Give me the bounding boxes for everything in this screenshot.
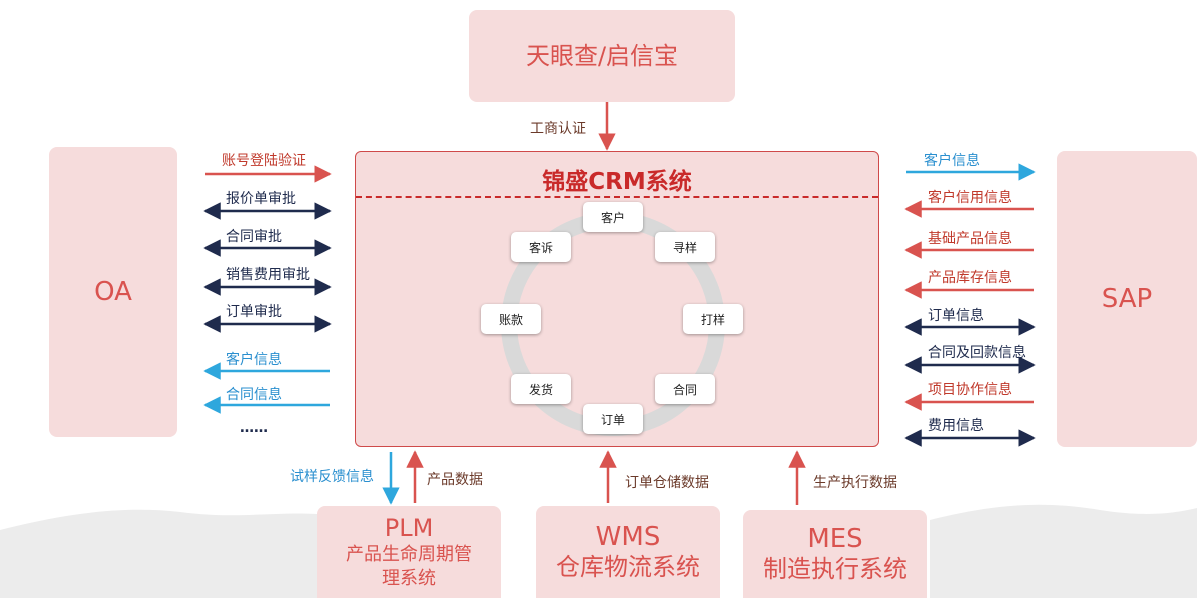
sap-link-project: 项目协作信息 <box>928 382 1012 398</box>
oa-link-order: 订单审批 <box>226 304 282 320</box>
sap-link-stock: 产品库存信息 <box>928 270 1012 286</box>
cycle-node-contract: 合同 <box>655 374 715 404</box>
mes-subtitle: 制造执行系统 <box>763 555 907 583</box>
mes-data-label: 生产执行数据 <box>813 475 897 491</box>
plm-subtitle-1: 产品生命周期管 <box>346 544 472 565</box>
oa-box: OA <box>49 147 177 437</box>
sap-label: SAP <box>1101 284 1153 314</box>
oa-link-login: 账号登陆验证 <box>222 153 306 169</box>
cycle-node-payment: 账款 <box>481 304 541 334</box>
sap-link-contract: 合同及回款信息 <box>928 345 1026 361</box>
plm-feedback-label: 试样反馈信息 <box>290 469 374 485</box>
oa-link-expense: 销售费用审批 <box>226 267 310 283</box>
plm-box: PLM 产品生命周期管 理系统 <box>317 506 501 598</box>
oa-link-customer: 客户信息 <box>226 352 282 368</box>
plm-subtitle-2: 理系统 <box>382 568 436 589</box>
oa-link-contract: 合同审批 <box>226 229 282 245</box>
cycle-node-sampling: 打样 <box>683 304 743 334</box>
sap-link-order: 订单信息 <box>928 308 984 324</box>
sap-link-product: 基础产品信息 <box>928 231 1012 247</box>
mes-box: MES 制造执行系统 <box>743 510 927 598</box>
wms-label: WMS <box>595 522 661 552</box>
cycle-node-delivery: 发货 <box>511 374 571 404</box>
cycle-node-customer: 客户 <box>583 202 643 232</box>
oa-link-quote: 报价单审批 <box>226 191 296 207</box>
wms-data-label: 订单仓储数据 <box>625 475 709 491</box>
sap-box: SAP <box>1057 151 1197 447</box>
crm-divider <box>356 196 878 198</box>
wms-box: WMS 仓库物流系统 <box>536 506 720 598</box>
sap-link-credit: 客户信用信息 <box>928 190 1012 206</box>
cycle-node-sample-search: 寻样 <box>655 232 715 262</box>
business-auth-label: 工商认证 <box>530 121 586 137</box>
sap-link-customer: 客户信息 <box>924 153 980 169</box>
wms-subtitle: 仓库物流系统 <box>556 553 700 581</box>
oa-label: OA <box>94 277 132 307</box>
crm-system-box: 锦盛CRM系统 客户 寻样 打样 合同 订单 发货 账款 客诉 <box>355 151 879 447</box>
oa-ellipsis: …… <box>240 420 268 436</box>
oa-link-contract-info: 合同信息 <box>226 387 282 403</box>
plm-data-label: 产品数据 <box>427 472 483 488</box>
mes-label: MES <box>807 524 863 554</box>
tianyancha-box: 天眼查/启信宝 <box>469 10 735 102</box>
plm-label: PLM <box>384 514 434 542</box>
crm-title: 锦盛CRM系统 <box>542 169 692 195</box>
sap-link-expense: 费用信息 <box>928 418 984 434</box>
cycle-node-order: 订单 <box>583 404 643 434</box>
cycle-node-complaint: 客诉 <box>511 232 571 262</box>
tianyancha-label: 天眼查/启信宝 <box>525 42 679 70</box>
